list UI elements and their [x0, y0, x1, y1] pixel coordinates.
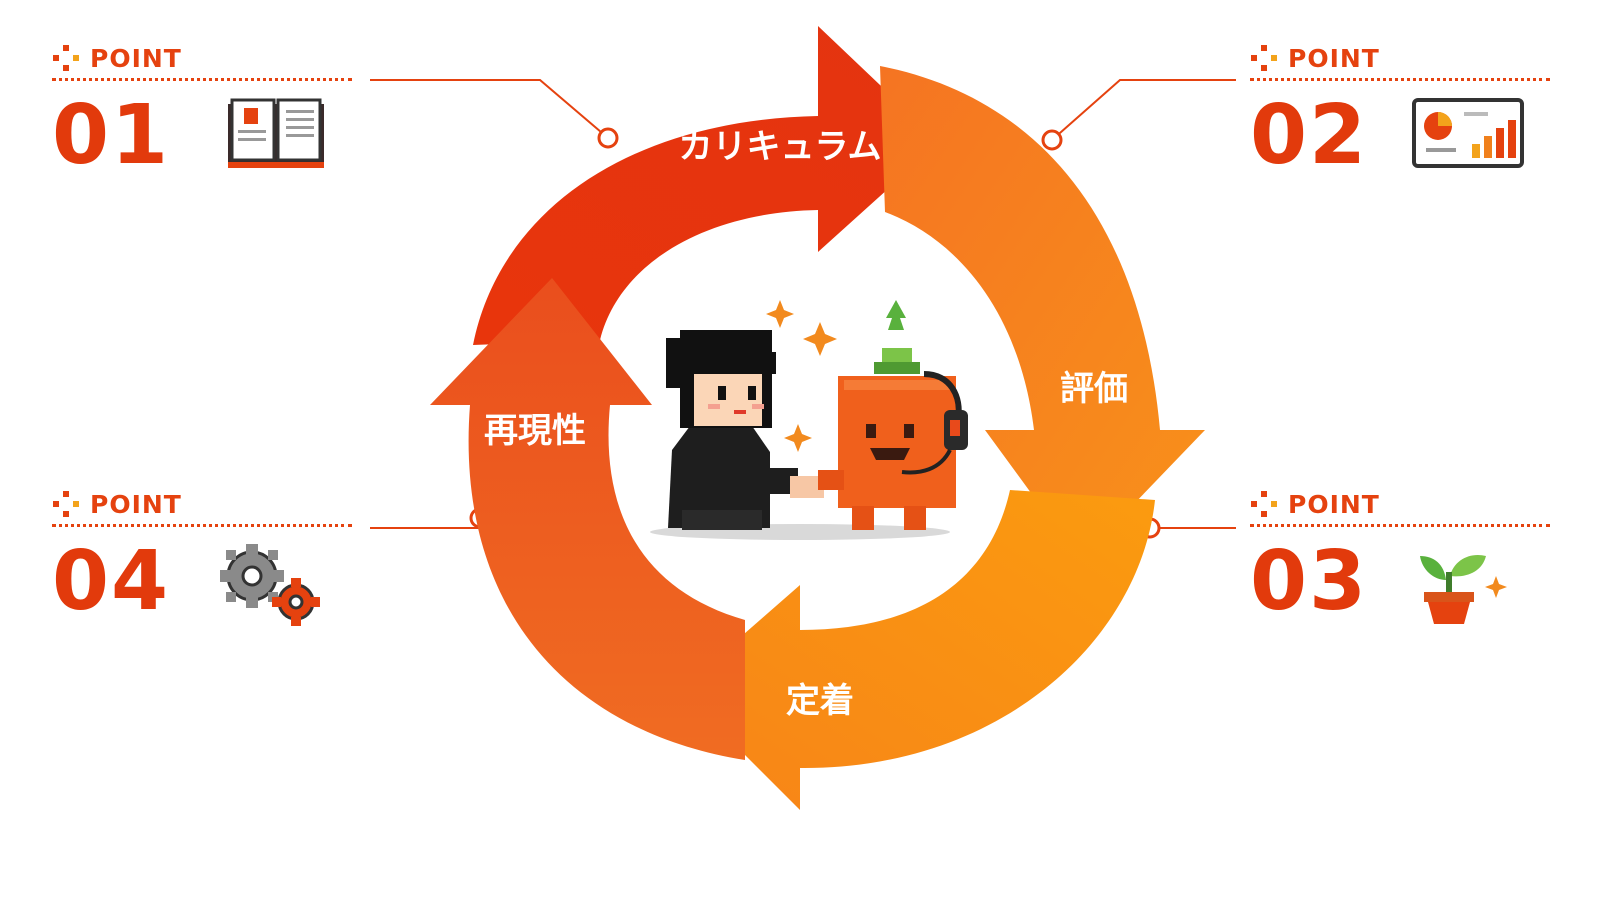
cycle-arrow-left [430, 278, 745, 760]
center-illustration [650, 300, 968, 540]
point-label: POINT [1288, 43, 1380, 73]
cycle-arrow-right [880, 66, 1205, 560]
sparkle-icon [53, 491, 79, 517]
point-number: 01 [52, 88, 171, 183]
person-figure [666, 330, 824, 530]
sprout-icon [1414, 546, 1510, 630]
point-number: 04 [52, 534, 171, 629]
connector-01 [370, 79, 609, 139]
point-03: POINT 03 [1250, 490, 1550, 623]
cycle-step-retention: 定着 [786, 681, 854, 721]
sparkle-icon [1251, 491, 1277, 517]
divider [52, 524, 352, 527]
chart-board-icon [1412, 98, 1524, 172]
book-icon [226, 96, 326, 174]
sparkle-icon [766, 300, 837, 452]
divider [1250, 524, 1550, 527]
cycle-arrow-top [473, 26, 940, 345]
point-number: 02 [1250, 88, 1369, 183]
cycle-step-reproducibility: 再現性 [484, 411, 586, 451]
point-04: POINT 04 [52, 490, 352, 623]
divider [52, 78, 352, 81]
mascot-figure [818, 300, 968, 530]
gears-icon [216, 540, 328, 634]
point-number: 03 [1250, 534, 1369, 629]
divider [1250, 78, 1550, 81]
point-label: POINT [90, 43, 182, 73]
point-label: POINT [90, 489, 182, 519]
point-01: POINT 01 [52, 44, 352, 177]
cycle-step-evaluation: 評価 [1060, 369, 1128, 409]
sparkle-icon [1251, 45, 1277, 71]
connector-02 [1051, 79, 1236, 141]
point-02: POINT 02 [1250, 44, 1550, 177]
point-label: POINT [1288, 489, 1380, 519]
cycle-step-curriculum: カリキュラム [679, 127, 882, 167]
sparkle-icon [53, 45, 79, 71]
cycle-arrow-bottom [680, 490, 1155, 810]
